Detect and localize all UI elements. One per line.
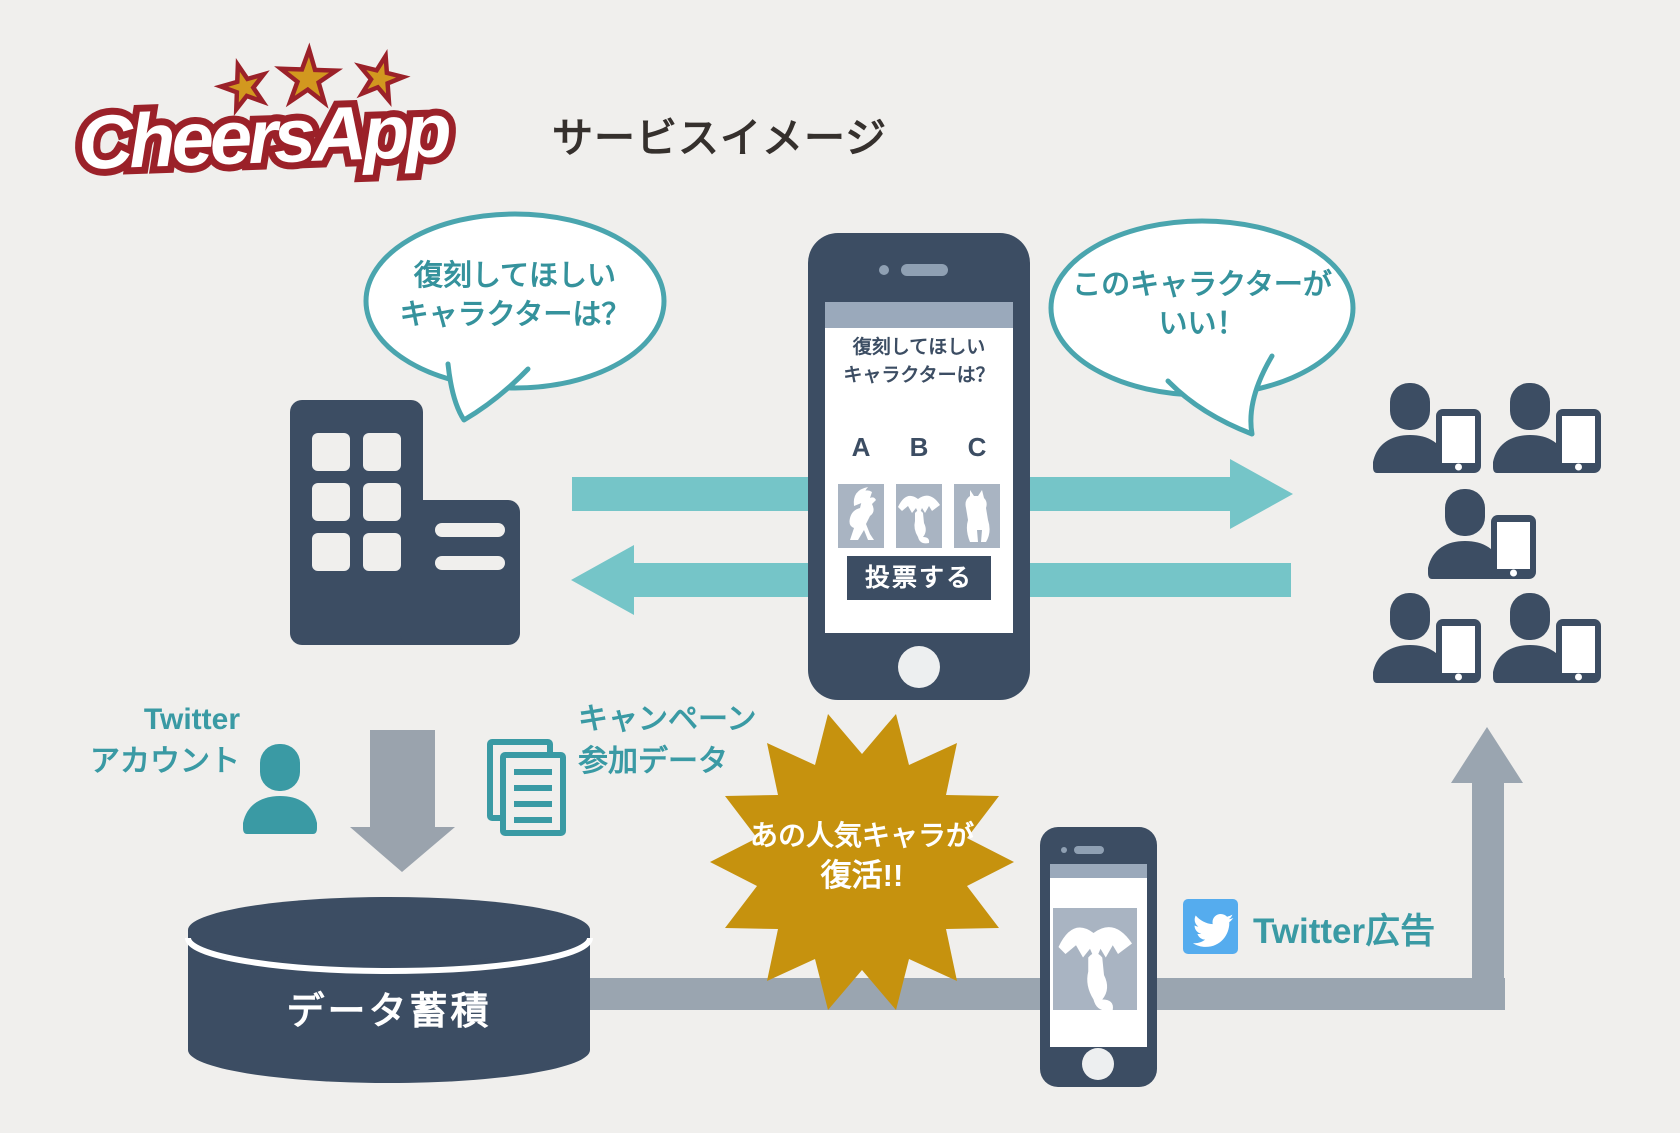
- camera-icon: [1061, 847, 1067, 853]
- campaign-data-line1: キャンペーン: [578, 703, 757, 736]
- monster-icon: [965, 490, 990, 542]
- survey-phone: [808, 233, 1030, 700]
- ad-phone: [1040, 827, 1157, 1087]
- survey-question-line2: キャラクターは？: [843, 365, 995, 386]
- burst-line2: 復活!!: [820, 858, 904, 893]
- home-button-icon: [1082, 1048, 1114, 1080]
- campaign-data-label: キャンペーン 参加データ: [578, 699, 838, 783]
- user-with-phone-icon: [1428, 489, 1536, 579]
- twitter-account-line2: アカウント: [90, 745, 240, 778]
- company-bubble-line2: キャラクターは？: [399, 299, 631, 331]
- survey-question: 復刻してほしい キャラクターは？: [825, 334, 1013, 390]
- option-tile-b: [896, 484, 942, 548]
- twitter-account-label: Twitter アカウント: [50, 699, 240, 783]
- campaign-data-line2: 参加データ: [578, 745, 728, 778]
- flow-into-database-arrow: [350, 730, 455, 872]
- users-group: [1373, 383, 1601, 683]
- flow-database-to-users-arrow: [560, 727, 1523, 1010]
- cheersapp-logo: ★ ★ ★ CheersApp: [70, 43, 541, 212]
- logo-wordmark: CheersApp: [70, 81, 456, 193]
- database-label: データ蓄積: [286, 991, 492, 1033]
- company-building-icon: [290, 400, 520, 645]
- option-label-a: A: [851, 432, 871, 462]
- vote-button[interactable]: 投票する: [847, 556, 991, 600]
- company-bubble-line1: 復刻してほしい: [413, 260, 617, 292]
- user-speech-bubble: [1048, 218, 1356, 437]
- company-speech-bubble: [363, 211, 667, 423]
- user-with-phone-icon: [1373, 383, 1481, 473]
- user-bubble-line2: いい！: [1158, 308, 1246, 340]
- twitter-account-person-icon: [243, 744, 317, 834]
- revival-burst-shape: [710, 714, 1014, 1010]
- option-tile-c: [954, 484, 1000, 548]
- database-icon: [185, 897, 593, 1083]
- survey-question-line1: 復刻してほしい: [852, 337, 986, 358]
- user-bubble-text: このキャラクターが いい！: [1052, 266, 1352, 344]
- survey-option-labels: A B C: [838, 432, 1000, 463]
- company-bubble-text: 復刻してほしい キャラクターは？: [365, 257, 665, 335]
- camera-icon: [879, 265, 889, 275]
- documents-icon: [487, 739, 566, 836]
- user-with-phone-icon: [1493, 383, 1601, 473]
- twitter-account-line1: Twitter: [143, 703, 240, 736]
- user-bubble-line1: このキャラクターが: [1072, 269, 1332, 301]
- revival-burst-text: あの人気キャラが 復活!!: [727, 817, 997, 897]
- home-button-icon: [898, 646, 940, 688]
- pegasus-icon: [849, 487, 876, 540]
- user-with-phone-icon: [1373, 593, 1481, 683]
- user-with-phone-icon: [1493, 593, 1601, 683]
- page-title: サービスイメージ: [552, 115, 888, 161]
- twitter-ad-label: Twitter広告: [1253, 912, 1436, 951]
- speaker-icon: [901, 264, 948, 276]
- speaker-icon: [1074, 846, 1104, 854]
- option-tile-a: [838, 484, 884, 548]
- option-label-c: C: [967, 432, 987, 462]
- burst-line1: あの人気キャラが: [749, 820, 974, 851]
- option-label-b: B: [909, 432, 929, 462]
- twitter-logo-icon: [1183, 899, 1238, 954]
